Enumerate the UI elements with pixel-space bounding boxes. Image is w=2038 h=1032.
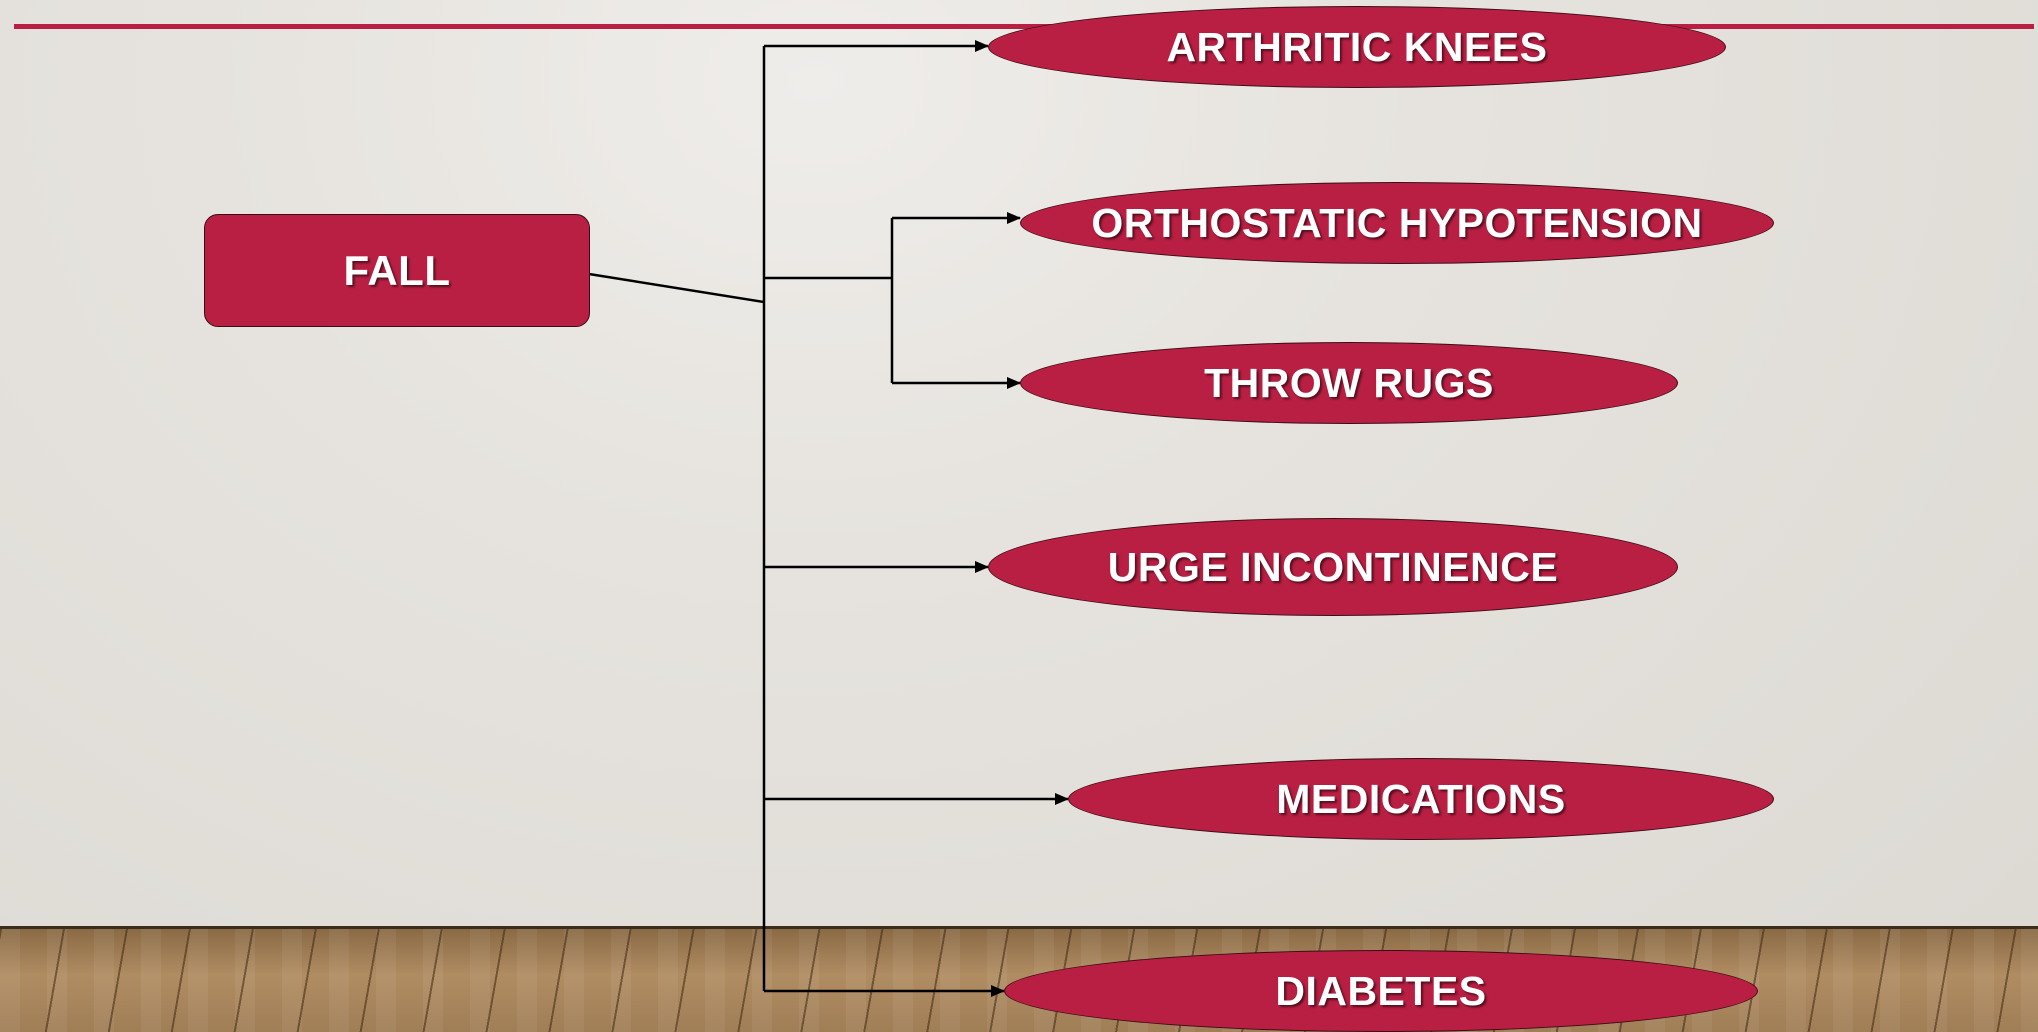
cause-node-medications: MEDICATIONS [1068,758,1774,840]
cause-node-throw-rugs: THROW RUGS [1020,342,1678,424]
cause-node-orthostatic-hypotension: ORTHOSTATIC HYPOTENSION [1020,182,1774,264]
cause-node-urge-incontinence: URGE INCONTINENCE [988,518,1678,616]
root-node-fall: FALL [204,214,590,327]
cause-node-arthritic-knees: ARTHRITIC KNEES [988,6,1726,88]
cause-node-diabetes: DIABETES [1004,950,1758,1032]
root-connector [589,274,764,302]
